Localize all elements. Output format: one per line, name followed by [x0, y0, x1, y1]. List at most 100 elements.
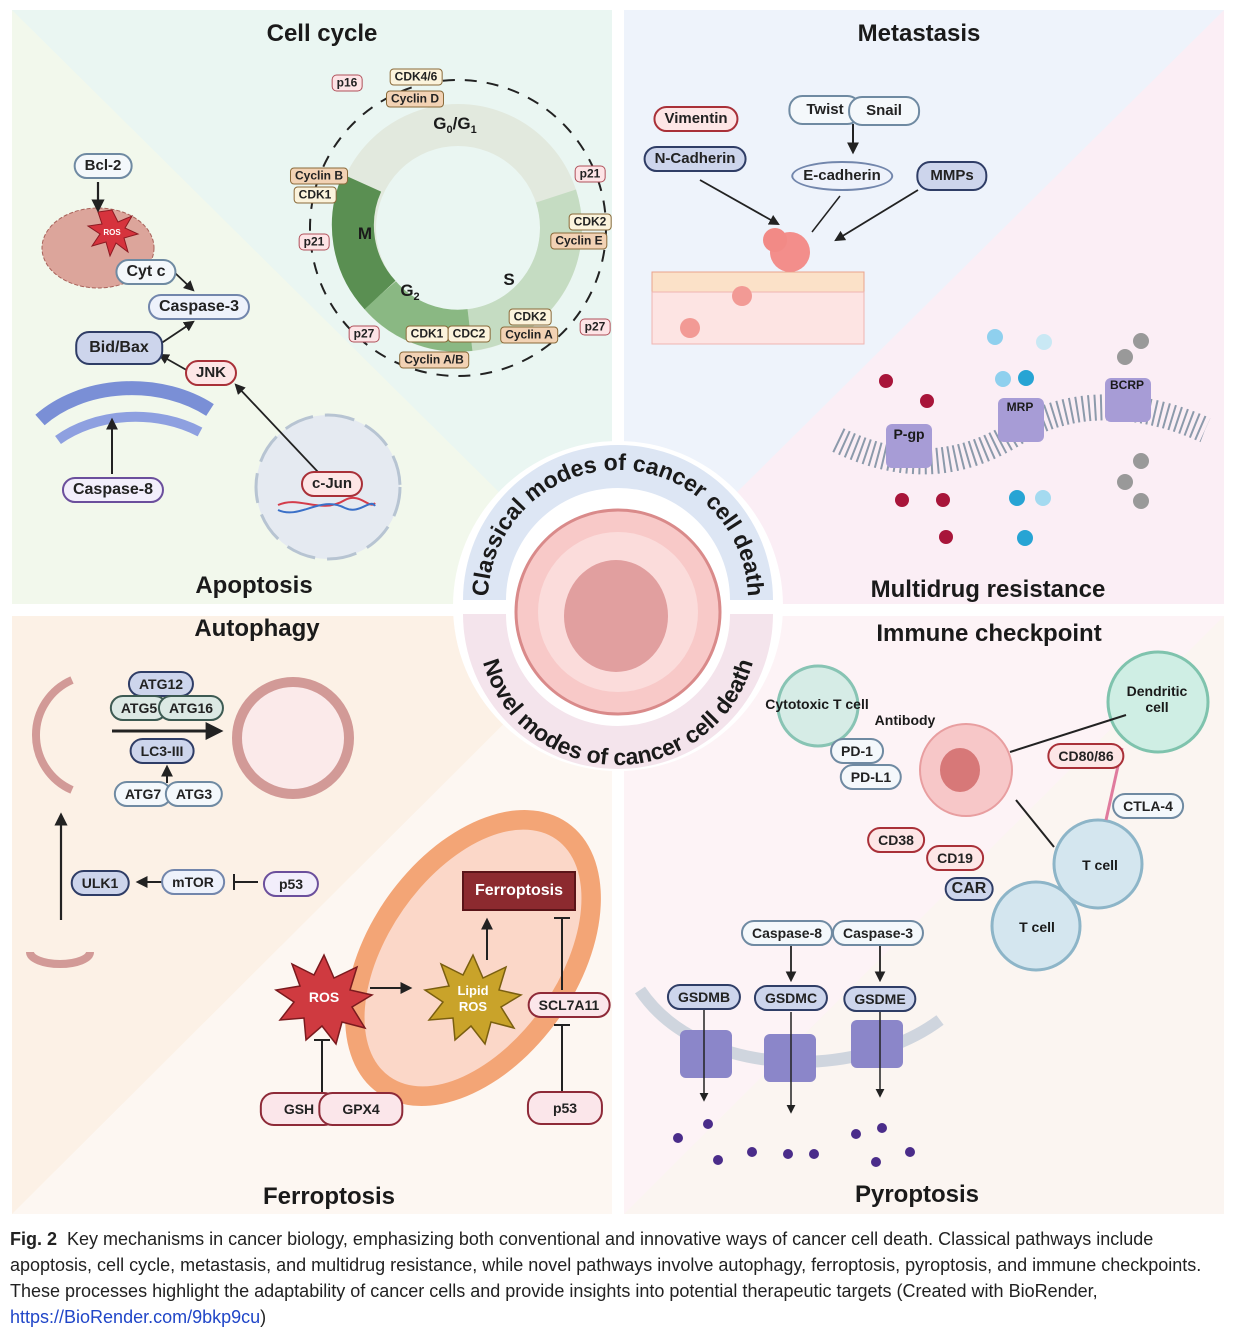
pill-gsdmb: GSDMB	[666, 984, 742, 1010]
label-ros: ROS	[308, 989, 340, 1005]
phase-s: S	[503, 270, 515, 289]
tag-p21-right: p21	[574, 165, 606, 183]
pill-ctla4: CTLA-4	[1112, 793, 1184, 819]
t-cell-right	[1052, 818, 1144, 910]
tag-cyclin-a: Cyclin A	[500, 326, 558, 344]
gsdmb-pore	[680, 1030, 732, 1078]
tag-p27-left: p27	[348, 325, 380, 343]
pill-bcl2: Bcl-2	[73, 153, 133, 179]
t-cell-bottom	[990, 880, 1082, 972]
pill-pdl1: PD-L1	[839, 764, 903, 790]
drug-molecules	[879, 329, 1149, 546]
tag-cdk1-left: CDK1	[293, 186, 337, 204]
pill-caspase3: Caspase-3	[147, 294, 251, 320]
title-metastasis: Metastasis	[857, 20, 981, 47]
label-bcrp: BCRP	[1109, 378, 1145, 392]
pgp-transporter	[886, 424, 932, 468]
pill-n-cadherin: N-Cadherin	[643, 146, 747, 172]
cytokine-particles	[673, 1119, 915, 1167]
label-dendritic-cell: Dendritic cell	[1126, 683, 1188, 715]
pill-lc3: LC3-III	[129, 738, 195, 764]
pill-caspase3-pyro: Caspase-3	[831, 920, 925, 946]
pill-mmps: MMPs	[916, 161, 988, 191]
s-arc	[466, 189, 582, 351]
tag-cdk2-a: CDK2	[508, 308, 552, 326]
tag-cyclin-ab: Cyclin A/B	[399, 351, 469, 369]
pill-pd1: PD-1	[830, 738, 884, 764]
title-pyroptosis: Pyroptosis	[854, 1181, 980, 1208]
pill-atg3: ATG3	[164, 781, 224, 807]
caption-label: Fig. 2	[10, 1229, 58, 1249]
pill-gpx4: GPX4	[318, 1092, 404, 1126]
phase-m: M	[357, 224, 373, 243]
pill-cd8086: CD80/86	[1047, 743, 1125, 769]
phase-g0g1: G0/G1	[433, 113, 477, 137]
gsdmc-pore	[764, 1034, 816, 1082]
pill-atg7: ATG7	[113, 781, 173, 807]
classical-ring	[463, 445, 773, 600]
pill-e-cadherin: E-cadherin	[791, 161, 893, 191]
figure-background: Classical modes of cancer cell death Nov…	[12, 10, 1224, 1214]
label-antibody: Antibody	[874, 712, 936, 728]
pill-gsdmc: GSDMC	[753, 985, 829, 1011]
label-t-cell-right: T cell	[1082, 857, 1118, 873]
pill-cd19: CD19	[926, 845, 984, 871]
tag-p16: p16	[331, 74, 363, 92]
pill-cjun: c-Jun	[300, 471, 364, 497]
pill-caspase8: Caspase-8	[61, 477, 165, 503]
isolation-membrane	[26, 951, 94, 968]
tag-cyclin-e: Cyclin E	[550, 232, 608, 250]
ros-burst	[86, 209, 140, 258]
pill-cd38: CD38	[867, 827, 925, 853]
migrating-cell	[680, 318, 700, 338]
figure-caption: Fig. 2 Key mechanisms in cancer biology,…	[10, 1226, 1225, 1330]
pill-snail: Snail	[848, 96, 920, 126]
pill-scl7a11: SCL7A11	[527, 992, 611, 1018]
tag-cdk46: CDK4/6	[389, 68, 443, 86]
phagophore	[31, 676, 74, 794]
lipid-ros-star	[423, 953, 523, 1046]
label-lipid-ros: Lipid ROS	[457, 983, 489, 1014]
mrp-transporter	[998, 398, 1044, 442]
pill-p53-ferroptosis: p53	[526, 1091, 604, 1125]
tag-p27-right: p27	[579, 318, 611, 336]
cancer-cell-nucleus	[564, 560, 668, 672]
bcrp-transporter	[1105, 378, 1151, 422]
label-t-cell-bottom: T cell	[1019, 919, 1055, 935]
migrating-cell	[732, 286, 752, 306]
ros-star	[274, 953, 374, 1046]
svg-text:ROS: ROS	[103, 228, 121, 237]
epithelium	[651, 271, 865, 293]
autophagosome	[232, 677, 354, 799]
pill-jnk: JNK	[184, 360, 238, 386]
tag-cdc2: CDC2	[447, 325, 491, 343]
pill-vimentin: Vimentin	[653, 106, 739, 132]
pill-ulk1: ULK1	[70, 870, 130, 896]
pill-gsdme: GSDME	[843, 986, 917, 1012]
label-mrp: MRP	[1006, 400, 1034, 414]
label-pgp: P-gp	[893, 426, 925, 442]
pill-atg12: ATG12	[127, 671, 195, 697]
title-multidrug-resistance: Multidrug resistance	[870, 576, 1106, 603]
title-cell-cycle: Cell cycle	[266, 20, 378, 47]
pill-mtor: mTOR	[161, 869, 225, 895]
label-cytotoxic-t-cell: Cytotoxic T cell	[765, 696, 869, 712]
m-arc	[331, 174, 396, 310]
tag-cdk1-bottom: CDK1	[405, 325, 449, 343]
pill-cytc: Cyt c	[115, 259, 177, 285]
title-autophagy: Autophagy	[194, 615, 320, 642]
pill-p53-autophagy: p53	[262, 871, 320, 897]
dna-strand	[277, 497, 376, 507]
caption-link[interactable]: https://BioRender.com/9bkp9cu	[10, 1307, 261, 1327]
pill-bidbax: Bid/Bax	[75, 331, 163, 365]
cytotoxic-t-cell	[776, 664, 860, 748]
box-ferroptosis: Ferroptosis	[462, 871, 576, 911]
caption-end: )	[260, 1307, 267, 1327]
tag-cdk2-e: CDK2	[568, 213, 612, 231]
cellcycle-bg	[12, 10, 612, 604]
caption-text: Key mechanisms in cancer biology, emphas…	[10, 1229, 1202, 1301]
title-ferroptosis: Ferroptosis	[262, 1183, 396, 1210]
metastasis-bg	[624, 10, 1224, 604]
tag-p21-left: p21	[298, 233, 330, 251]
pill-atg16: ATG16	[157, 695, 225, 721]
